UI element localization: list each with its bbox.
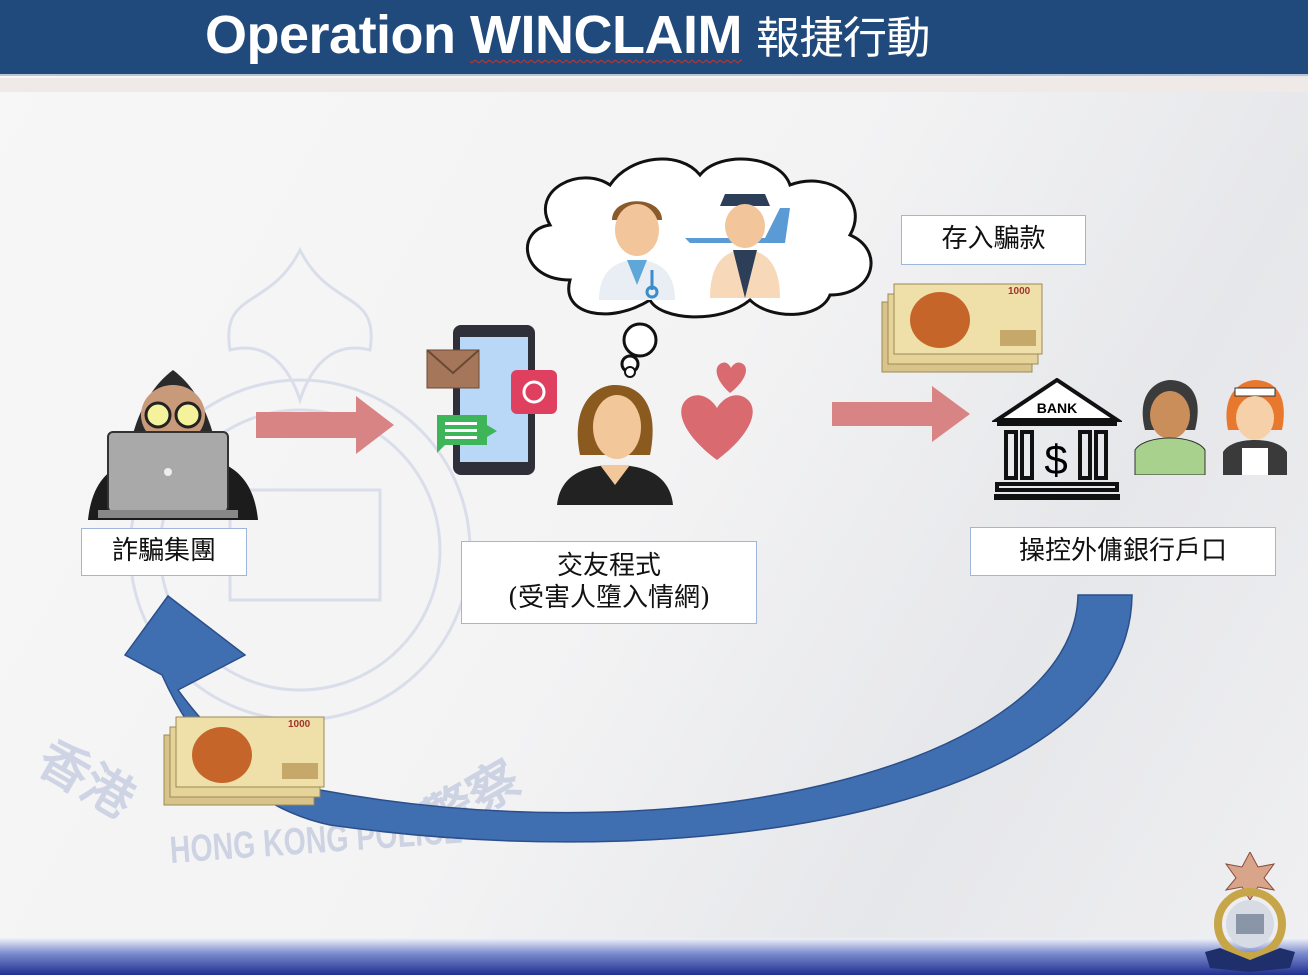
label-helper-accounts: 操控外傭銀行戶口 [970, 527, 1276, 576]
banknote-value: 1000 [288, 719, 311, 730]
title-zh: 報捷行動 [755, 13, 931, 64]
returned-banknotes-icon: 1000 [163, 716, 325, 806]
label-dating-app-line1: 交友程式 [556, 551, 661, 582]
label-deposit: 存入騙款 [901, 215, 1086, 265]
doctor-icon [599, 201, 675, 300]
phone-social-icon [426, 325, 557, 475]
label-syndicate: 詐騙集團 [81, 528, 247, 576]
title-code: WINCLAIM [470, 5, 742, 65]
bank-text: BANK [1037, 400, 1077, 416]
banknotes-icon: 1000 [881, 283, 1043, 373]
label-dating-app-line2: (受害人墮入情網) [507, 582, 711, 613]
label-dating-app: 交友程式 (受害人墮入情網) [461, 541, 757, 624]
hacker-icon [88, 370, 258, 520]
hearts-icon [681, 362, 753, 460]
banknote-value: 1000 [1008, 286, 1031, 297]
label-syndicate-text: 詐騙集團 [111, 536, 216, 567]
label-helper-accounts-text: 操控外傭銀行戶口 [1018, 535, 1227, 566]
header-band [0, 78, 1308, 92]
helper-woman-icon-2 [1223, 380, 1287, 475]
title-prefix: Operation [205, 5, 456, 65]
slide-footer-band [0, 938, 1308, 975]
slide-title: Operation WINCLAIM 報捷行動 [205, 2, 930, 66]
pilot-icon [685, 194, 790, 298]
arrow-to-bank [832, 386, 970, 442]
bank-icon: BANK $ [992, 378, 1122, 500]
police-crest-logo [1205, 852, 1295, 972]
helper-woman-icon-1 [1134, 380, 1206, 475]
victim-woman-icon [557, 385, 673, 505]
svg-text:$: $ [1044, 436, 1067, 483]
slide-header: Operation WINCLAIM 報捷行動 [0, 0, 1308, 76]
label-deposit-text: 存入騙款 [941, 224, 1046, 255]
arrow-to-app [256, 396, 394, 454]
